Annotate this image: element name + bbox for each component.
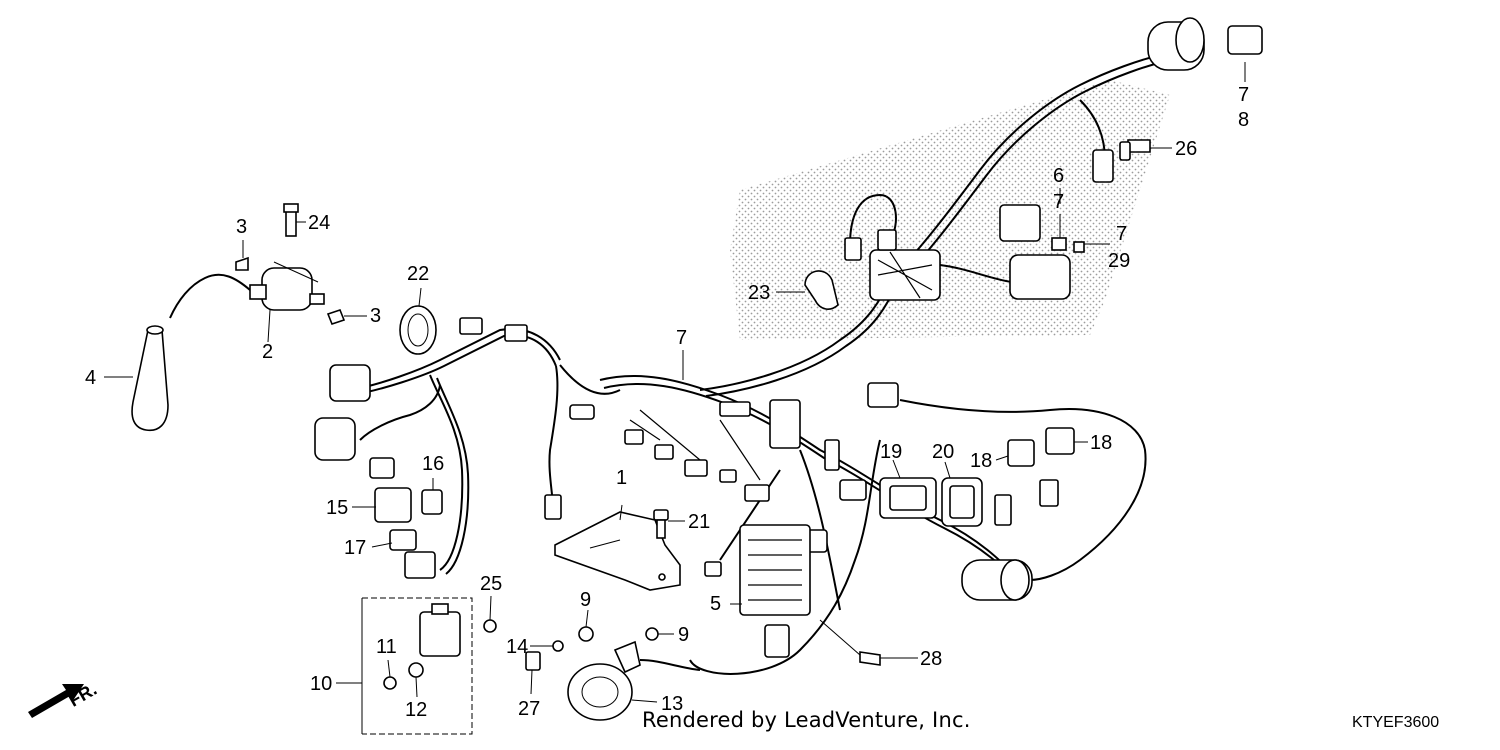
clamp-23	[804, 270, 839, 310]
left-small-parts	[374, 305, 443, 579]
callout-1: 1	[616, 467, 627, 489]
connector-16	[421, 489, 443, 515]
washer-12	[408, 662, 424, 678]
callout-11: 11	[376, 636, 397, 658]
starter-relay-group	[361, 597, 497, 735]
callout-3b: 3	[370, 305, 381, 327]
bracket-1	[554, 511, 681, 591]
callout-18a: 18	[970, 450, 992, 472]
callout-14: 14	[506, 636, 528, 658]
callout-27: 27	[518, 698, 540, 720]
nut-3b	[326, 309, 346, 325]
connector-c	[624, 429, 644, 445]
main-harness-left	[314, 317, 621, 575]
relay-18a	[1007, 439, 1035, 467]
clip-17	[389, 529, 417, 551]
callout-29: 29	[1108, 250, 1130, 272]
callout-20: 20	[932, 441, 954, 463]
callout-28: 28	[920, 648, 942, 670]
callout-6: 6	[1053, 165, 1064, 187]
nut-9b	[645, 627, 659, 641]
bolt-11	[383, 676, 397, 690]
relay-box-6	[999, 204, 1041, 242]
callout-16: 16	[422, 453, 444, 475]
callout-26: 26	[1175, 138, 1197, 160]
starter-relay	[419, 611, 461, 657]
callout-23: 23	[748, 282, 770, 304]
callout-8: 8	[1238, 109, 1249, 131]
upper-right-group	[804, 17, 1263, 310]
front-direction-arrow: FR.	[28, 679, 100, 718]
callout-10: 10	[310, 673, 332, 695]
callout-3a: 3	[236, 216, 247, 238]
horn-group	[525, 626, 701, 721]
callout-25: 25	[480, 573, 502, 595]
callout-7a: 7	[1053, 191, 1064, 213]
relay-units	[879, 427, 1075, 527]
callout-2: 2	[262, 341, 273, 363]
washer-14	[552, 640, 564, 652]
callout-21: 21	[688, 511, 710, 533]
callout-17: 17	[344, 537, 366, 559]
ignition-coil	[261, 267, 313, 311]
bolt-28	[859, 651, 881, 666]
connector-7-8	[1227, 25, 1263, 55]
bolt-27	[525, 651, 541, 671]
callout-numbers: 1 2 3 3 4 5 6 7 7 7 7 8 9 9 10 11 12 13 …	[85, 84, 1249, 721]
callout-22: 22	[407, 263, 429, 285]
callout-9a: 9	[580, 589, 591, 611]
callout-13: 13	[661, 693, 683, 715]
callout-18b: 18	[1090, 432, 1112, 454]
lower-right-cylinder	[961, 559, 1033, 601]
callout-5: 5	[710, 593, 721, 615]
nut-25	[483, 619, 497, 633]
callout-4: 4	[85, 367, 96, 389]
callout-7d: 7	[1238, 84, 1249, 106]
connector-b	[314, 417, 356, 461]
connector-a	[329, 364, 371, 402]
front-label: FR.	[65, 679, 100, 711]
ignition-coil-group	[131, 203, 346, 432]
diagram-code: KTYEF3600	[1352, 714, 1440, 731]
callout-19: 19	[880, 441, 902, 463]
relay-15	[374, 487, 412, 523]
spark-plug-cap	[131, 329, 169, 432]
render-credit: Rendered by LeadVenture, Inc.	[642, 708, 971, 732]
bracket-group	[554, 504, 681, 591]
callout-24: 24	[308, 212, 330, 234]
bolt-26	[1127, 139, 1151, 153]
callout-9b: 9	[678, 624, 689, 646]
nut-3a	[235, 256, 249, 271]
leader-lines	[104, 62, 1246, 703]
regulator-rectifier	[739, 524, 881, 666]
washer-9a	[578, 626, 594, 642]
callout-7c: 7	[676, 327, 687, 349]
bolt-21	[653, 509, 669, 521]
callout-7b: 7	[1116, 223, 1127, 245]
relay-18b	[1045, 427, 1075, 455]
callout-15: 15	[326, 497, 348, 519]
main-harness-center	[599, 54, 1167, 675]
callout-12: 12	[405, 699, 427, 721]
